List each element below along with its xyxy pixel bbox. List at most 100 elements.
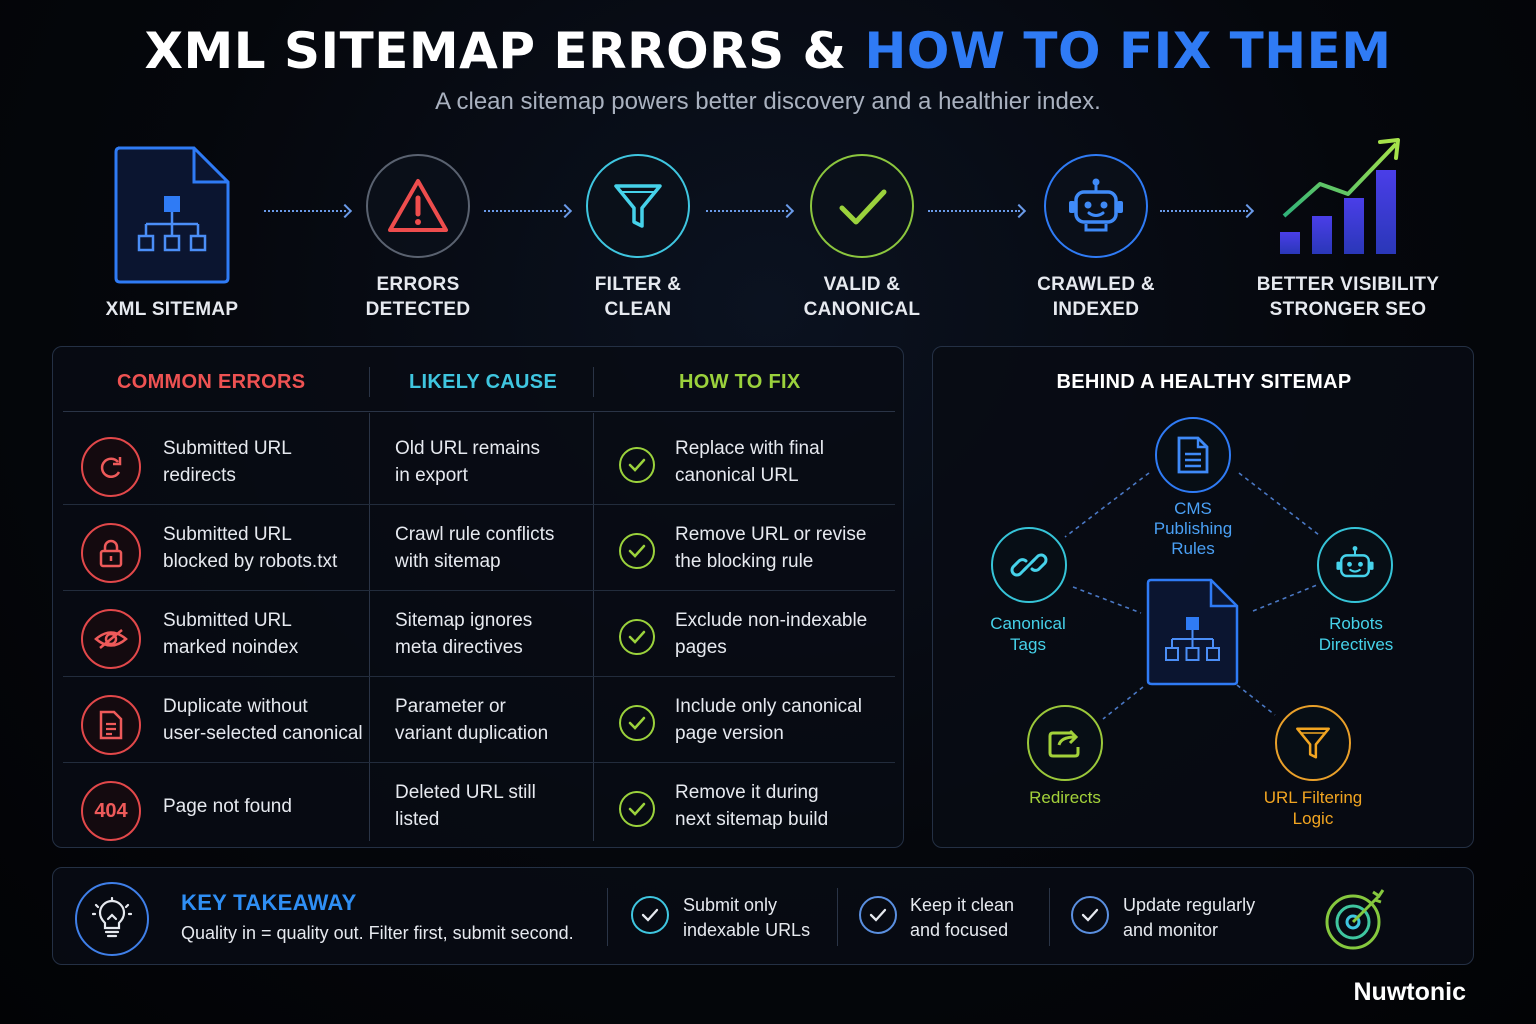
fix-line1: Remove it during [675,782,819,803]
check-icon [619,447,655,483]
flow-step-label-line1: ERRORS [376,274,460,295]
error-text: Submitted URL blocked by robots.txt [163,521,337,575]
tip-text: Submit only indexable URLs [683,893,810,943]
error-line2: user-selected canonical [163,723,363,744]
key-takeaway-bar: KEY TAKEAWAY Quality in = quality out. F… [52,867,1474,965]
title-main: XML SITEMAP ERRORS & [144,22,865,80]
fix-line2: page version [675,723,784,744]
checkmark-icon [810,154,914,258]
tip-line2: indexable URLs [683,920,811,940]
brand-logo: Nuwtonic [1353,978,1467,1006]
cause-line1: Deleted URL still [395,782,536,803]
flow-step-valid-canonical: VALID &CANONICAL [762,140,962,320]
errors-table: COMMON ERRORS LIKELY CAUSE HOW TO FIX Su… [52,346,904,848]
flow-step-label-line1: BETTER VISIBILITY [1256,274,1440,295]
header-likely-cause: LIKELY CAUSE [409,371,558,393]
lightbulb-icon [75,882,149,956]
error-line1: Duplicate without [163,696,308,717]
funnel-icon [586,154,690,258]
tip-line1: Submit only [683,895,778,915]
url-filtering-label-line1: URL Filtering [1263,788,1363,807]
eye-hidden-icon [81,609,141,669]
cause-text: Crawl rule conflicts with sitemap [395,521,554,575]
takeaway-text: Quality in = quality out. Filter first, … [181,923,574,943]
fix-line2: canonical URL [675,465,799,486]
flow-step-label-line2: CLEAN [604,299,672,320]
not-found-icon: 404 [81,781,141,841]
robot-icon [1317,527,1393,603]
fix-line2: next sitemap build [675,809,829,830]
flow-step-label: CRAWLED & INDEXED [996,272,1196,322]
flow-step-label-line2: CANONICAL [803,299,921,320]
error-line1: Submitted URL [163,438,292,459]
fix-line1: Include only canonical [675,696,862,717]
check-icon [631,896,669,934]
flow-step-filter-clean: FILTER &CLEAN [538,140,738,320]
flow-step-label: VALID &CANONICAL [762,272,962,322]
sitemap-file-icon [112,144,232,284]
fix-line1: Replace with final [675,438,824,459]
tip-line2: and focused [910,920,1009,940]
check-icon [619,619,655,655]
warning-icon [366,154,470,258]
cause-line1: Crawl rule conflicts [395,524,555,545]
growth-chart-icon [1274,136,1424,260]
cause-line1: Sitemap ignores [395,610,533,631]
cause-line1: Parameter or [395,696,506,717]
robot-icon [1044,154,1148,258]
canonical-label-line1: Canonical [990,614,1066,633]
flow-arrow [706,203,795,219]
header-common-errors: COMMON ERRORS [117,371,306,393]
tip-text: Keep it clean and focused [910,893,1014,943]
redirects-label: Redirects [1029,788,1101,807]
tip-line1: Update regularly [1123,895,1256,915]
cms-label-line2: Publishing [1153,519,1233,538]
error-line1: Submitted URL [163,610,292,631]
fix-line1: Remove URL or revise [675,524,867,545]
flow-step-label-line2: DETECTED [365,299,471,320]
page-title: XML SITEMAP ERRORS & HOW TO FIX THEM [0,22,1536,80]
error-text: Page not found [163,793,292,820]
cms-label-line3: Rules [1171,539,1215,558]
fix-text: Include only canonical page version [675,693,862,747]
redirect-icon [81,437,141,497]
flow-step-label-line2: STRONGER SEO [1269,299,1427,320]
error-line2: redirects [163,465,236,486]
table-row: Duplicate without user-selected canonical… [63,677,895,763]
fix-line2: pages [675,637,727,658]
tip-text: Update regularly and monitor [1123,893,1255,943]
header-how-to-fix: HOW TO FIX [679,371,801,393]
sitemap-file-icon [1145,577,1241,687]
flow-step-label-line2: INDEXED [1052,299,1140,320]
flow-step-label: BETTER VISIBILITY STRONGER SEO [1238,272,1458,322]
error-line1: Submitted URL [163,524,292,545]
check-icon [1071,896,1109,934]
error-text: Submitted URL redirects [163,435,292,489]
error-line2: blocked by robots.txt [163,551,338,572]
side-panel-title: BEHIND A HEALTHY SITEMAP [1056,371,1352,393]
error-line2: marked noindex [163,637,299,658]
url-filtering-label-line2: Logic [1292,809,1334,828]
cause-line2: with sitemap [395,551,501,572]
flow-step-label-line1: CRAWLED & [1037,274,1155,295]
cms-document-icon [1155,417,1231,493]
check-icon [619,705,655,741]
robots-label-line2: Directives [1318,635,1394,654]
cause-line2: variant duplication [395,723,549,744]
link-chain-icon [991,527,1067,603]
tip-line2: and monitor [1123,920,1219,940]
flow-arrow [928,203,1027,219]
flow-step-label: ERRORS DETECTED [318,272,518,322]
fix-text: Remove it during next sitemap build [675,779,828,833]
tip-line1: Keep it clean [910,895,1015,915]
